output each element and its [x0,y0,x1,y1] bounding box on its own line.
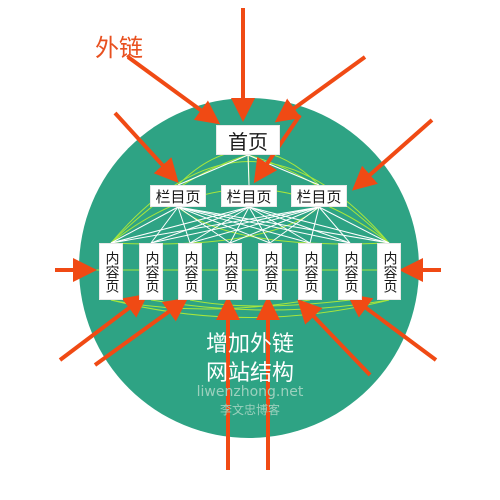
category-to-content-line [177,206,351,244]
category-to-content-line [189,206,250,244]
category-to-content-line [177,206,311,244]
external-link-arrow [93,297,189,367]
external-link-arrow [352,118,434,191]
external-link-arrow [297,299,372,377]
hierarchy-lines [110,154,390,244]
external-link-arrows [55,8,441,470]
category-to-content-line [309,206,320,244]
content-page-box: 内容页 [258,243,282,300]
category-to-content-line [110,206,320,244]
category-to-content-line [150,206,179,244]
content-page-box: 内容页 [338,243,362,300]
external-link-arrow [274,55,367,123]
caption-line-1: 增加外链 [205,332,294,357]
category-to-content-line [177,206,271,244]
category-to-content-line [150,206,320,244]
content-page-box: 内容页 [298,243,322,300]
category-page-box: 栏目页 [291,185,347,207]
site-circle [79,98,419,438]
category-to-content-line [248,206,351,244]
external-link-arrow [126,55,221,125]
category-to-content-line [318,206,351,244]
content-page-box: 内容页 [99,243,123,300]
category-to-content-line [229,206,320,244]
external-link-arrow [113,111,179,183]
category-to-content-line [318,206,390,244]
watermark-domain: liwenzhong.net [196,384,304,400]
category-to-content-line [189,206,320,244]
content-page-box: 内容页 [178,243,202,300]
watermark-name: 李文忠博客 [219,403,280,417]
caption-line-2: 网站结构 [205,361,294,386]
category-to-content-line [248,206,311,244]
content-page-box: 内容页 [377,243,401,300]
category-to-content-line [269,206,320,244]
external-links-label: 外链 [95,34,143,62]
content-page-box: 内容页 [139,243,163,300]
external-link-arrow [58,293,149,362]
category-to-content-line [110,206,250,244]
home-to-category-line [247,154,250,186]
home-to-category-line [177,154,249,186]
category-to-content-line [248,206,271,244]
category-to-content-line [150,206,250,244]
category-page-box: 栏目页 [150,185,206,207]
home-page-box: 首页 [216,125,280,155]
category-to-content-line [177,206,390,244]
category-to-content-line [229,206,250,244]
category-to-content-line [177,206,191,244]
external-link-arrow [346,293,438,362]
category-to-content-line [177,206,231,244]
green-link-curve [110,161,390,244]
category-page-box: 栏目页 [221,185,277,207]
category-to-content-line [248,206,390,244]
content-page-box: 内容页 [218,243,242,300]
category-to-content-line [110,206,179,244]
